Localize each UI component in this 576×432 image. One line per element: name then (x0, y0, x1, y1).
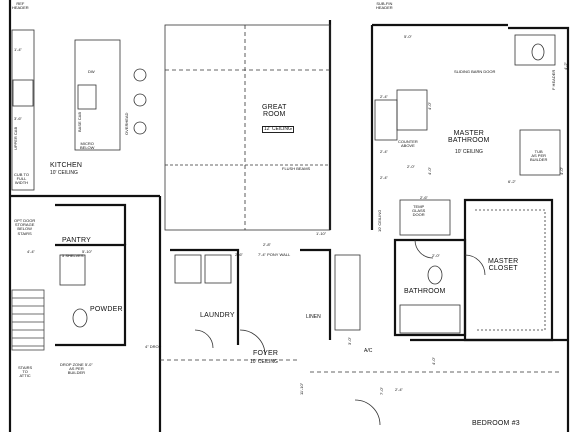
kitchen-sink (77, 84, 97, 110)
dim-4-0a: 4'-0" (427, 102, 432, 110)
flush-beams-note: FLUSH BEAMS (282, 166, 311, 171)
vanity-1 (374, 99, 398, 141)
dim-2-0b: 2'-0" (432, 253, 440, 258)
ac-label: A/C (364, 348, 373, 354)
dim-3-0: 3'-0" (347, 337, 352, 345)
bath-tub (399, 304, 461, 334)
four-drop-note: 4" DROP (145, 344, 162, 349)
f-header-note: F HEADER (551, 69, 556, 90)
upper-cab-note: UPPER CAB (13, 126, 18, 150)
toilet-bath (427, 265, 443, 285)
washer (174, 254, 202, 284)
dw-note: DW (88, 69, 95, 74)
toilet-master (531, 43, 545, 61)
dim-2-8: 2'-8" (263, 242, 271, 247)
door-swing-laundry (194, 329, 214, 349)
closet-shelf (475, 209, 546, 331)
dim-5-0: 5'-0" (404, 34, 412, 39)
master-closet-label: MASTER CLOSET (488, 258, 519, 273)
range-cooktop (12, 79, 34, 107)
wall-master-east (508, 26, 570, 40)
kitchen-counter-west (11, 29, 35, 191)
dim-11-10: 11'-10" (299, 382, 304, 395)
ceiling-10-note: 10' CEILING (377, 209, 382, 232)
stairs-attic-note: STAIRS TO ATTIC (18, 365, 33, 379)
counter-above-note: COUNTER ABOVE (398, 139, 418, 149)
dim-2-6b: 2'-6" (235, 252, 243, 257)
overhead-note: OVERHEAD (124, 112, 129, 135)
dim-4-2: 4'-2" (563, 62, 568, 70)
micro-below-note: MICRO BELOW (80, 141, 95, 151)
great-room-area (164, 24, 331, 231)
dim-4-0b: 4'-0" (427, 167, 432, 175)
kitchen-island (74, 39, 121, 151)
dim-2-0: 2'-0" (407, 164, 415, 169)
dim-1-10: 1'-10" (316, 231, 327, 236)
pantry-label: PANTRY (62, 237, 91, 244)
bar-stool-1 (133, 68, 147, 82)
door-swing-bed3 (354, 399, 381, 426)
foyer-ceiling: 10' CEILING (250, 359, 278, 365)
kitchen-label: KITCHEN (50, 162, 83, 169)
cub-note: CUB TO FULL WIDTH (14, 172, 29, 186)
door-swing-closet (464, 254, 486, 276)
tub (519, 129, 561, 176)
bar-stool-3 (133, 121, 147, 135)
bathroom-label: BATHROOM (404, 288, 446, 295)
dim-4-0c: 4'-0" (559, 167, 564, 175)
bath-vanity (334, 254, 361, 331)
wall-laundry (170, 248, 240, 345)
powder-label: POWDER (90, 306, 123, 313)
ref-header-note: REF HEADER (12, 1, 29, 11)
dim-2-6: 2'-6" (420, 195, 428, 200)
dim-4-4: 4'-4" (27, 249, 35, 254)
dim-2-4a: 2'-4" (380, 94, 388, 99)
dim-7-0: 7'-0" (379, 387, 384, 395)
laundry-label: LAUNDRY (200, 312, 235, 319)
wall-pantry (55, 203, 127, 245)
dim-6-2: 6'-2" (508, 179, 516, 184)
dim-3-6: 3'-6" (14, 116, 22, 121)
wall-bathroom (393, 238, 467, 337)
great-room-ceiling: 12' CEILING (262, 126, 294, 134)
master-bath-label: MASTER BATHROOM (448, 130, 490, 145)
linen-label: LINEN (306, 314, 321, 320)
shelves-note: 5 SHELVES (62, 253, 84, 258)
dim-2-4b: 2'-4" (380, 149, 388, 154)
dim-2-4c: 2'-4" (380, 175, 388, 180)
sub-fin-header-note: SUB-FIN HEADER (376, 1, 393, 11)
foyer-label: FOYER (253, 350, 279, 357)
stairs (11, 289, 45, 351)
dim-4-0d: 4'-0" (431, 357, 436, 365)
dim-2-4d: 2'-4" (395, 387, 403, 392)
door-swing-bath (414, 239, 434, 259)
bedroom3-label: BEDROOM #3 (472, 420, 520, 427)
toilet-room (514, 34, 556, 66)
pony-wall-note: 7'-4" PONY WALL (258, 252, 291, 257)
wall-powder (55, 243, 127, 347)
vanity-2 (396, 89, 428, 131)
opt-door-note: OPT DOOR STORAGE BELOW STAIRS (14, 218, 36, 236)
wall-linen (300, 248, 332, 340)
dryer (204, 254, 232, 284)
dim-5-10: 5'-10" (82, 249, 93, 254)
powder-vanity (59, 254, 86, 286)
great-room-label: GREAT ROOM (262, 104, 287, 119)
shower (399, 199, 451, 236)
master-bath-ceiling: 10' CEILING (455, 149, 483, 155)
dim-1-4: 1'-4" (14, 47, 22, 52)
toilet-powder (72, 308, 88, 328)
kitchen-ceiling: 10' CEILING (50, 170, 78, 176)
door-swing-foyer (239, 329, 266, 356)
temp-glass-door-note: TEMP GLASS DOOR (412, 204, 426, 218)
tub-note: TUB AS PER BUILDER (530, 149, 548, 163)
drop-zone-note: DROP ZONE 5'-0" AS PER BUILDER (60, 362, 93, 376)
bar-stool-2 (133, 93, 147, 107)
base-cab-note: BASE CAB (77, 111, 82, 132)
barn-door-note: SLIDING BARN DOOR (454, 69, 496, 74)
